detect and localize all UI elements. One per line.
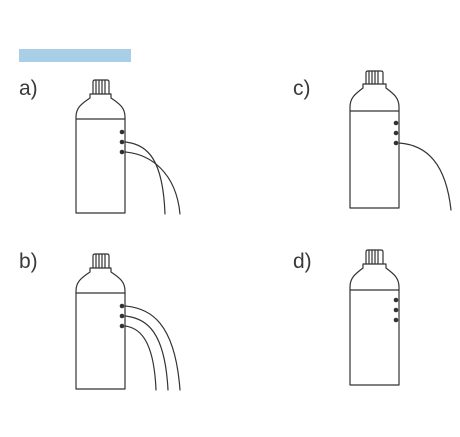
- bottle-a-stream: [124, 151, 181, 215]
- bottle-b-hole: [119, 323, 125, 329]
- bottle-c-body: [349, 83, 400, 209]
- bottle-a-body: [75, 93, 126, 214]
- option-label-a: a): [19, 77, 38, 100]
- bottle-a-cap: [92, 79, 110, 95]
- bottle-a-hole: [119, 139, 125, 145]
- bottle-d: [349, 249, 400, 386]
- option-label-d: d): [293, 250, 312, 273]
- bottle-c-hole: [393, 140, 399, 146]
- bottle-d-hole: [393, 317, 399, 323]
- bottle-b-stream: [124, 305, 181, 391]
- bottle-c-hole: [393, 120, 399, 126]
- bottle-b-hole: [119, 313, 125, 319]
- bottle-d-hole: [393, 297, 399, 303]
- bottle-c: [349, 70, 452, 211]
- header-highlight-strip: [19, 49, 131, 62]
- bottle-b-hole: [119, 303, 125, 309]
- bottle-b: [75, 253, 181, 391]
- bottle-b-body: [75, 267, 126, 390]
- bottle-d-body: [349, 263, 400, 386]
- bottle-b-stream: [124, 325, 157, 391]
- bottle-c-hole: [393, 130, 399, 136]
- option-label-c: c): [293, 77, 311, 100]
- bottle-b-stream: [124, 315, 169, 391]
- bottle-a-stream: [124, 141, 166, 215]
- bottle-d-hole: [393, 307, 399, 313]
- bottle-a: [75, 79, 181, 215]
- bottle-a-hole: [119, 149, 125, 155]
- bottle-b-cap: [92, 253, 110, 269]
- bottle-c-stream: [398, 142, 452, 211]
- option-label-b: b): [19, 250, 38, 273]
- bottle-a-hole: [119, 129, 125, 135]
